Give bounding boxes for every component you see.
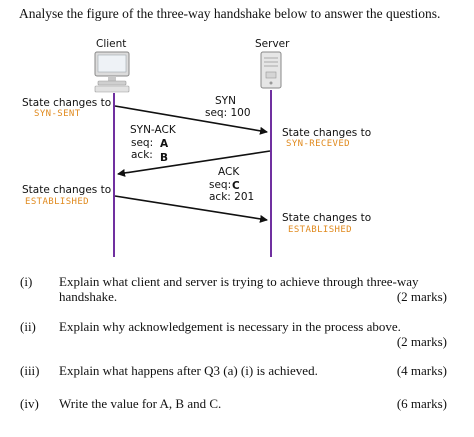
- question-text: Explain what client and server is trying…: [59, 274, 419, 289]
- server-label: Server: [255, 38, 290, 50]
- ack-ack: ack: 201: [209, 191, 255, 203]
- question-marks: (6 marks): [396, 396, 447, 411]
- client-label: Client: [96, 38, 127, 50]
- syn-ack-arrow: [117, 150, 271, 177]
- question-number: (iii): [20, 363, 40, 378]
- syn-ack-label: SYN-ACK: [130, 124, 176, 136]
- server-state-1-code: SYN-RECEVED: [286, 139, 351, 149]
- question-number: (iv): [20, 396, 39, 411]
- ack-arrow: [114, 195, 268, 223]
- syn-ack-ack-label: ack:: [131, 149, 153, 161]
- ack-seq-value: C: [232, 180, 240, 192]
- diagram-graphics: [94, 51, 282, 257]
- syn-ack-seq-label: seq:: [131, 137, 154, 149]
- ack-seq-label: seq:: [209, 179, 232, 191]
- server-icon: [260, 51, 282, 89]
- question-marks: (4 marks): [396, 363, 447, 378]
- question-text-continued: handshake.: [59, 289, 118, 304]
- server-state-2-code: ESTABLISHED: [288, 225, 353, 235]
- question-text: Explain what happens after Q3 (a) (i) is…: [59, 363, 318, 378]
- client-state-1-code: SYN-SENT: [34, 109, 81, 119]
- question-marks: (2 marks): [396, 334, 447, 349]
- heading: Analyse the figure of the three-way hand…: [19, 6, 441, 21]
- syn-seq: seq: 100: [205, 107, 251, 119]
- ack-label: ACK: [218, 166, 240, 178]
- syn-ack-seq-value: A: [160, 138, 169, 150]
- client-state-2-code: ESTABLISHED: [25, 197, 90, 207]
- question-marks: (2 marks): [396, 289, 447, 304]
- computer-icon: [94, 51, 130, 93]
- question-text: Explain why acknowledgement is necessary…: [59, 319, 401, 334]
- question-number: (i): [20, 274, 33, 289]
- client-state-1-text: State changes to: [22, 97, 112, 109]
- syn-label: SYN: [215, 95, 236, 107]
- server-state-1-text: State changes to: [282, 127, 372, 139]
- syn-ack-ack-value: B: [160, 152, 169, 164]
- syn-arrow: [114, 105, 268, 135]
- server-state-2-text: State changes to: [282, 212, 372, 224]
- client-state-2-text: State changes to: [22, 184, 112, 196]
- question-text: Write the value for A, B and C.: [59, 396, 222, 411]
- question-number: (ii): [20, 319, 36, 334]
